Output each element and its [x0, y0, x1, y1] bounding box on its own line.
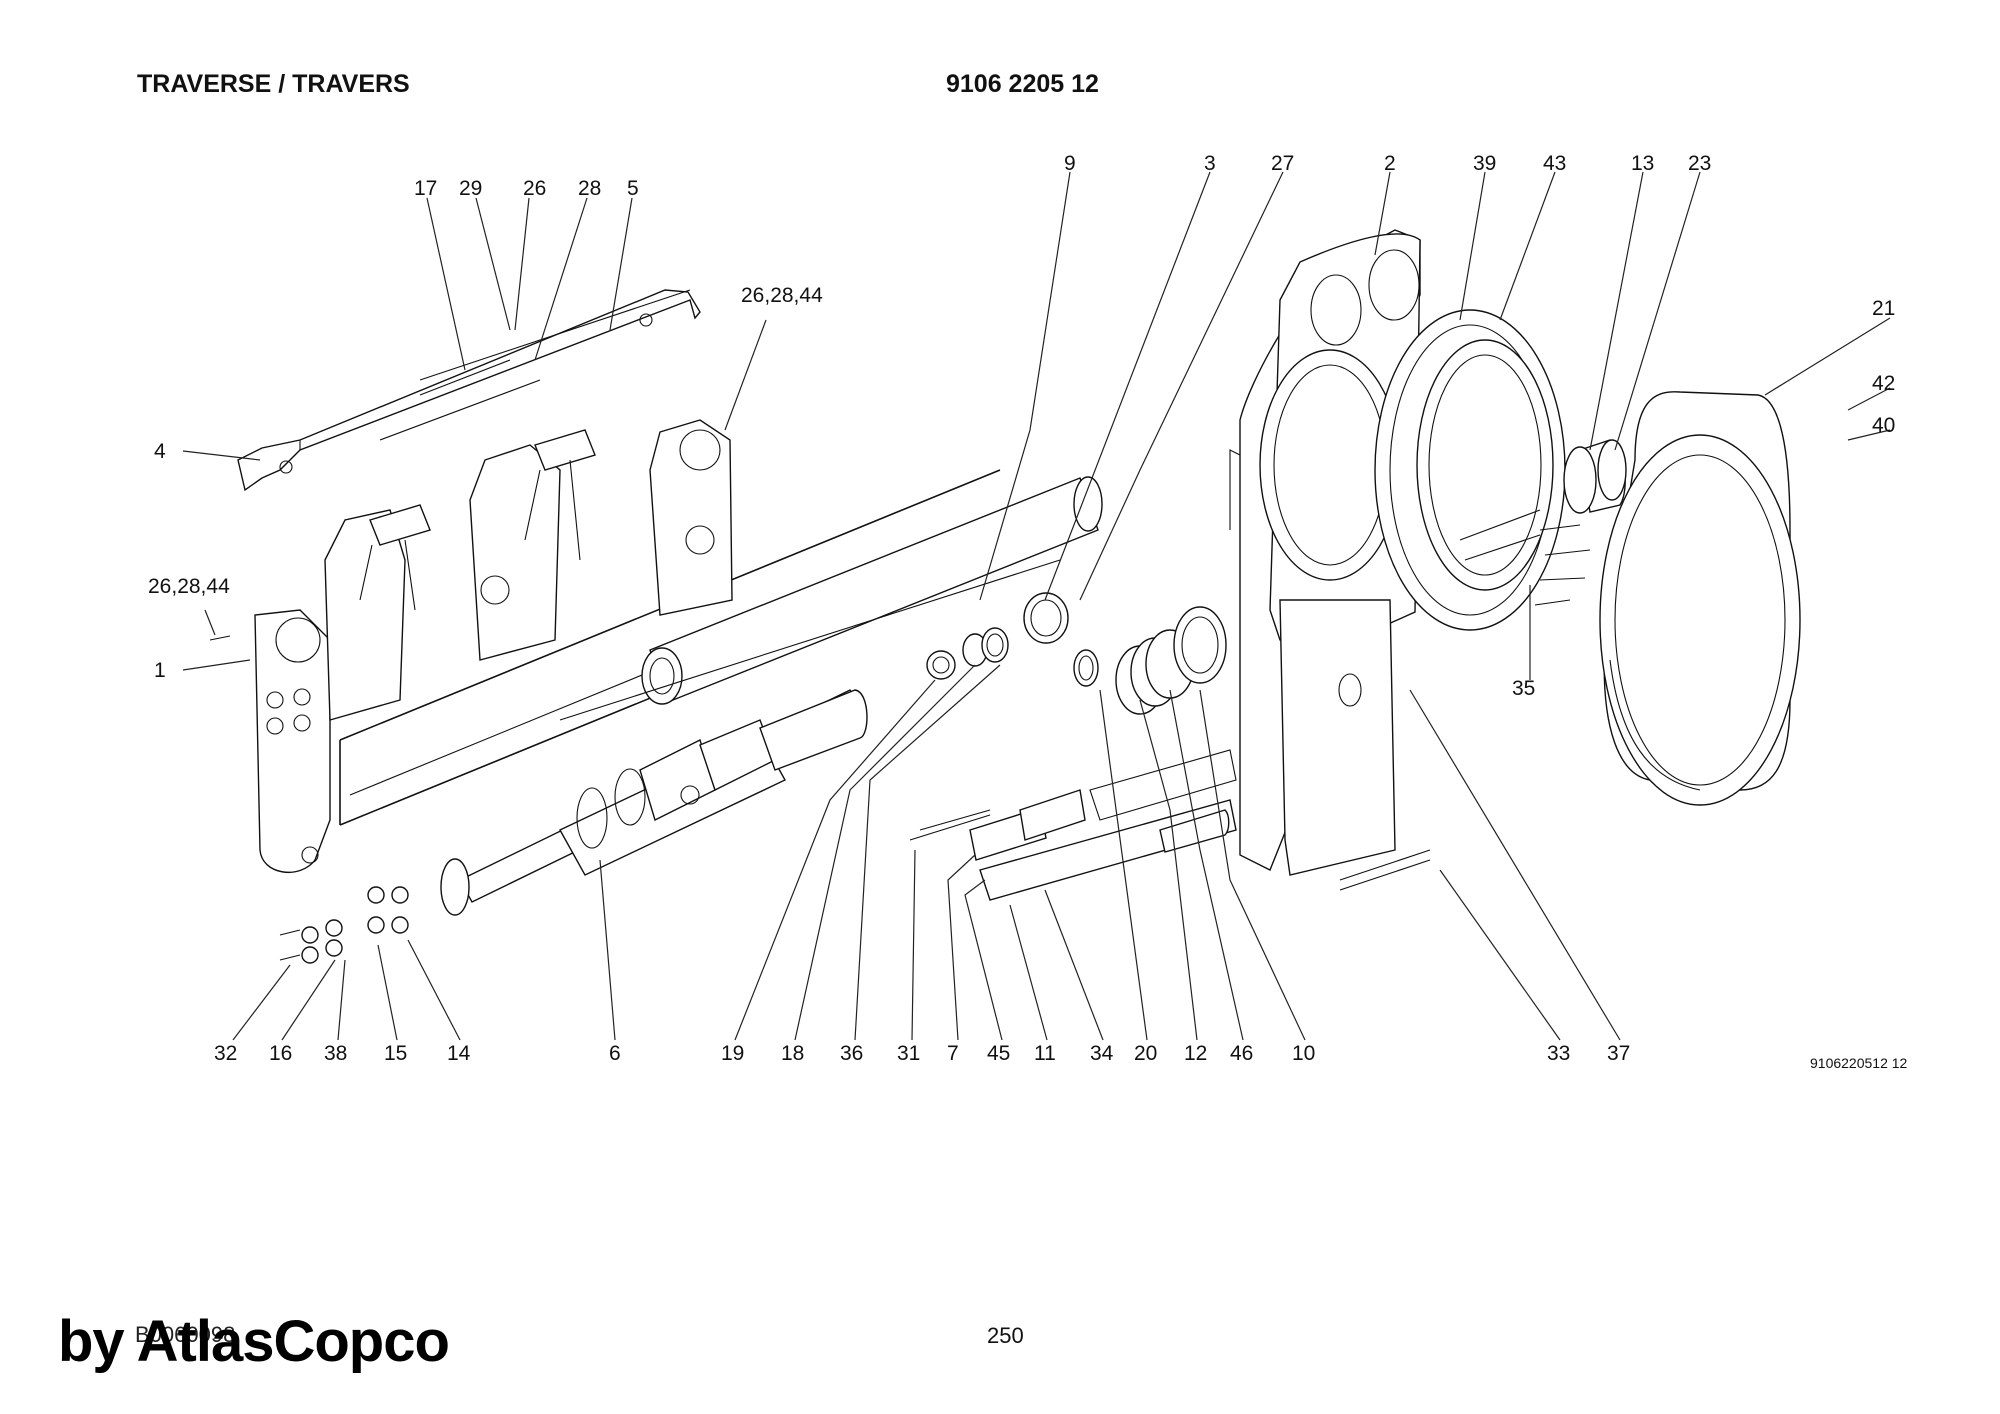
callout: 26,28,44	[148, 575, 230, 598]
callout: 29	[459, 177, 482, 200]
callout: 32	[214, 1042, 237, 1065]
sleeve	[1563, 439, 1627, 514]
page-number: 250	[987, 1323, 1024, 1348]
callout: 6	[609, 1042, 621, 1065]
callout: 46	[1230, 1042, 1253, 1065]
callout: 27	[1271, 152, 1294, 175]
callout: 26	[523, 177, 546, 200]
callout: 10	[1292, 1042, 1315, 1065]
callout: 9	[1064, 152, 1076, 175]
traverse-frame	[237, 289, 1001, 874]
center-housing	[1229, 229, 1421, 876]
callout: 42	[1872, 372, 1895, 395]
document-code: B0060098	[135, 1322, 236, 1347]
callout: 7	[947, 1042, 959, 1065]
callout: 21	[1872, 297, 1895, 320]
callout: 38	[324, 1042, 347, 1065]
callout: 2	[1384, 152, 1396, 175]
callouts-top: 9 3 27 2 39 43 13 23 17 29 26 28 5 26,28…	[414, 152, 1895, 437]
callout: 26,28,44	[741, 284, 823, 307]
page-title: TRAVERSE / TRAVERS	[137, 70, 410, 98]
callout: 19	[721, 1042, 744, 1065]
small-parts	[209, 635, 1431, 964]
flange-ring	[1374, 309, 1591, 631]
callouts-bottom: 32 16 38 15 14 6 19 18 36 31 7 45 11 34 …	[214, 1042, 1630, 1065]
callouts-right: 35	[1512, 677, 1535, 700]
outer-cover	[1599, 391, 1801, 806]
callout: 23	[1688, 152, 1711, 175]
callout: 45	[987, 1042, 1010, 1065]
traverse-tube	[559, 476, 1103, 721]
callout: 3	[1204, 152, 1216, 175]
callout: 28	[578, 177, 601, 200]
hydraulic-cylinder	[440, 689, 868, 916]
callout: 20	[1134, 1042, 1157, 1065]
callout: 33	[1547, 1042, 1570, 1065]
callout: 17	[414, 177, 437, 200]
callout: 39	[1473, 152, 1496, 175]
leader-lines	[182, 171, 1891, 1041]
callout: 18	[781, 1042, 804, 1065]
watermark: by AtlasCopco	[58, 1309, 450, 1374]
callout: 16	[269, 1042, 292, 1065]
callout: 12	[1184, 1042, 1207, 1065]
callout: 1	[154, 659, 166, 682]
callout: 43	[1543, 152, 1566, 175]
callout: 36	[840, 1042, 863, 1065]
part-number: 9106 2205 12	[946, 70, 1099, 98]
callout: 37	[1607, 1042, 1630, 1065]
callout: 14	[447, 1042, 471, 1065]
callouts-left: 4 26,28,44 1	[148, 440, 230, 682]
callout: 15	[384, 1042, 407, 1065]
callout: 40	[1872, 414, 1895, 437]
bushings-and-rings	[926, 592, 1227, 715]
drawing-code: 9106220512 12	[1810, 1055, 1908, 1071]
callout: 31	[897, 1042, 920, 1065]
callout: 4	[154, 440, 166, 463]
callout: 5	[627, 177, 639, 200]
callout: 11	[1034, 1042, 1056, 1065]
callout: 34	[1090, 1042, 1114, 1065]
callout: 13	[1631, 152, 1654, 175]
callout: 35	[1512, 677, 1535, 700]
